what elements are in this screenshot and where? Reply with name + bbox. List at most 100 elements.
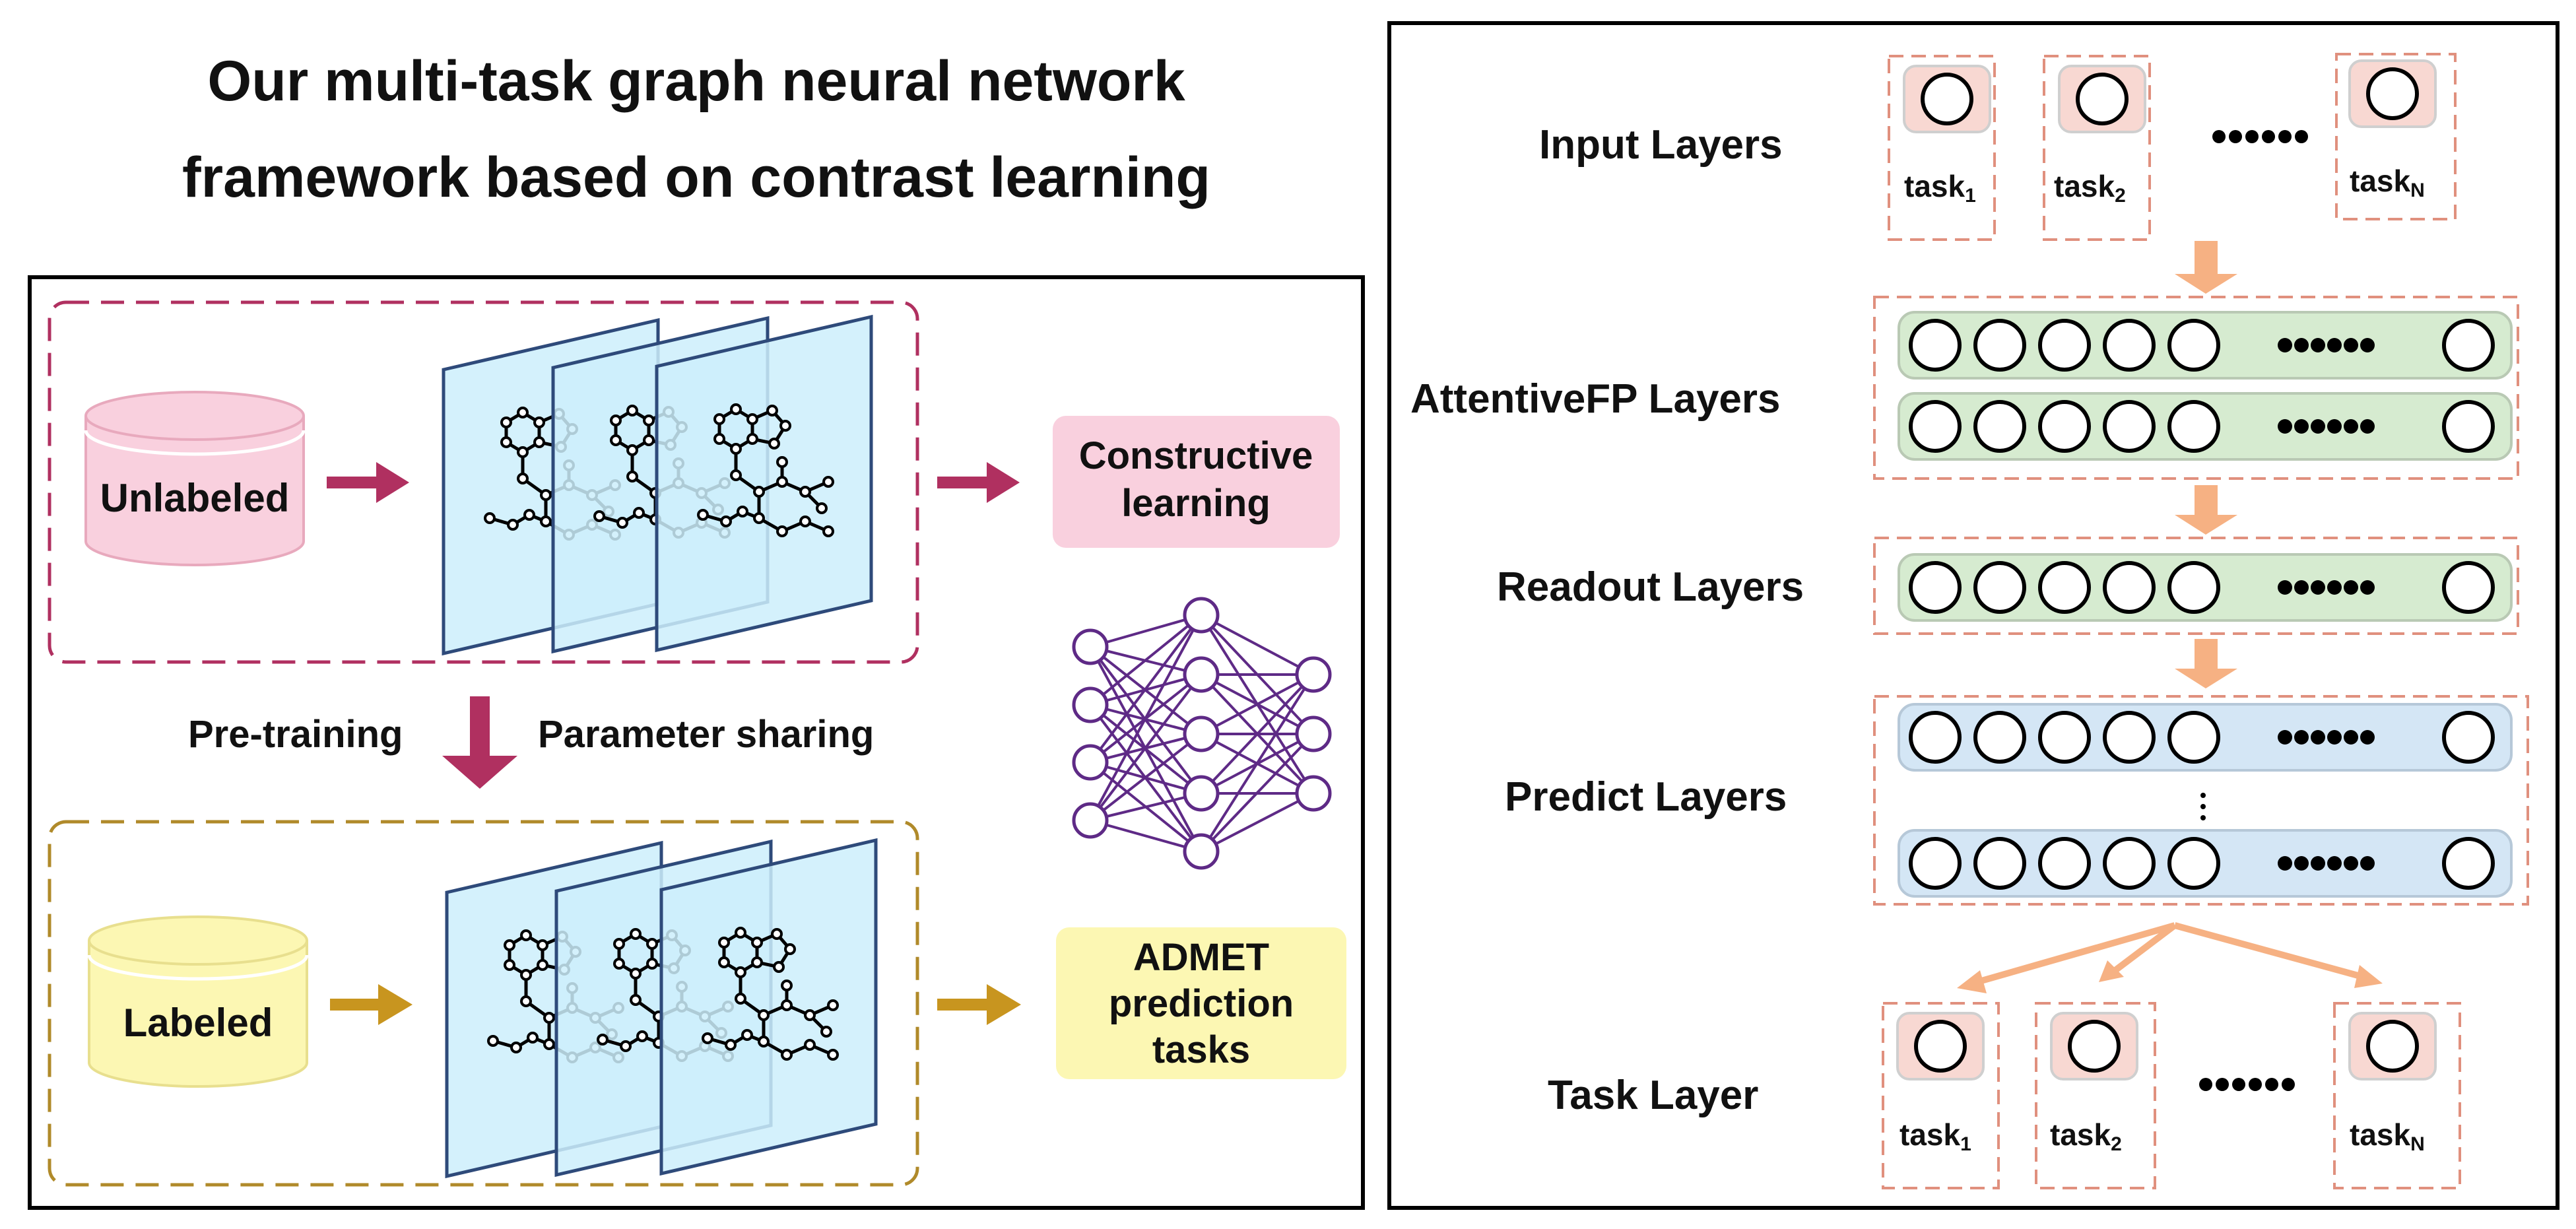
arrow-icon	[2175, 241, 2237, 294]
nn-node	[1295, 656, 1332, 693]
ellipsis-dot	[2344, 856, 2358, 871]
predict-bar-1	[1898, 703, 2513, 772]
neural-network-icon	[1072, 597, 1332, 870]
nn-node	[1072, 628, 1109, 665]
branch-arrows	[1957, 922, 2383, 993]
ellipsis-dot	[2360, 730, 2375, 745]
ellipsis-dot	[2344, 338, 2358, 352]
arrow-icon	[442, 696, 517, 789]
neuron-node	[2103, 319, 2156, 372]
admet-line1: ADMET	[1133, 936, 1269, 979]
output-task-1	[1882, 1002, 2000, 1189]
output-task-n-label: taskN	[2350, 1117, 2425, 1155]
output-task-n	[2333, 1002, 2461, 1189]
ellipsis-dot	[2294, 580, 2309, 595]
ellipsis-dot	[2327, 580, 2342, 595]
neuron-node	[1909, 400, 1962, 453]
neuron-node	[2167, 837, 2220, 890]
neuron-node	[2167, 561, 2220, 614]
ellipsis-dot	[2344, 580, 2358, 595]
labeled-label: Labeled	[123, 1001, 273, 1045]
constructive-learning-box	[1053, 416, 1340, 548]
ellipsis-dot	[2278, 856, 2292, 871]
ellipsis-dot	[2311, 419, 2325, 434]
admet-line3: tasks	[1152, 1028, 1250, 1071]
title-line1: Our multi-task graph neural network	[207, 50, 1185, 113]
neuron-node	[1909, 711, 1962, 764]
arrow-icon	[2175, 485, 2237, 535]
title-line2: framework based on contrast learning	[182, 146, 1210, 209]
attentivefp-dashed-box	[1873, 296, 2519, 480]
input-task-1	[1888, 55, 1996, 241]
neuron-node	[1973, 837, 2026, 890]
neuron-node	[1973, 400, 2026, 453]
neuron-node	[2038, 837, 2091, 890]
ellipsis-dot	[2278, 338, 2292, 352]
admet-tasks-box	[1056, 927, 1346, 1079]
neuron-node	[1909, 561, 1962, 614]
ellipsis-dot	[2294, 338, 2309, 352]
ellipsis-dot	[2294, 730, 2309, 745]
ellipsis-dot	[2327, 730, 2342, 745]
nn-node	[1183, 656, 1220, 693]
ellipsis-dot	[2344, 419, 2358, 434]
nn-node	[1072, 802, 1109, 839]
input-task-2	[2043, 55, 2151, 241]
input-task-1-label: task1	[1904, 169, 1976, 207]
ellipsis-dot	[2360, 856, 2375, 871]
neuron-node	[2038, 400, 2091, 453]
attentivefp-bar-2	[1898, 392, 2513, 461]
neuron-node	[2103, 711, 2156, 764]
ellipsis-dot	[2294, 419, 2309, 434]
neuron-node	[2442, 711, 2495, 764]
ellipsis-dot	[2311, 856, 2325, 871]
unlabeled-dashed-box	[48, 300, 919, 664]
ellipsis-dot	[2311, 730, 2325, 745]
ellipsis-dot	[2360, 338, 2375, 352]
molecule-graph-stack-labeled	[447, 840, 876, 1176]
nn-node	[1295, 775, 1332, 812]
ellipsis-dot	[2327, 419, 2342, 434]
task-layer-label: Task Layer	[1548, 1073, 1758, 1118]
ellipsis-dot	[2344, 730, 2358, 745]
input-layers-label: Input Layers	[1539, 122, 1783, 168]
neuron-node	[2103, 400, 2156, 453]
predict-bar-2	[1898, 829, 2513, 898]
arrow-icon	[330, 984, 413, 1025]
constructive-line2: learning	[1121, 482, 1271, 525]
readout-layers-label: Readout Layers	[1497, 564, 1804, 610]
neuron-node	[2103, 561, 2156, 614]
attentivefp-layers-label: AttentiveFP Layers	[1410, 376, 1781, 422]
readout-bar	[1898, 553, 2513, 622]
predict-layers-label: Predict Layers	[1505, 774, 1787, 820]
arrow-icon	[937, 462, 1020, 503]
neuron-node	[1909, 319, 1962, 372]
neuron-node	[2442, 319, 2495, 372]
arrow-icon	[327, 462, 409, 503]
neuron-node	[2442, 400, 2495, 453]
output-task-1-label: task1	[1899, 1117, 1971, 1155]
neuron-node	[2038, 561, 2091, 614]
input-task-2-label: task2	[2054, 169, 2126, 207]
neuron-node	[1973, 711, 2026, 764]
admet-line2: prediction	[1109, 982, 1294, 1025]
pretraining-label: Pre-training	[188, 713, 403, 756]
ellipsis-dot	[2311, 580, 2325, 595]
ellipsis-dot	[2360, 419, 2375, 434]
predict-dashed-box	[1873, 695, 2529, 906]
nn-node	[1183, 597, 1220, 634]
ellipsis-dot	[2294, 856, 2309, 871]
input-task-n	[2335, 53, 2457, 220]
database-icon	[87, 915, 309, 1088]
neuron-node	[2167, 319, 2220, 372]
nn-node	[1183, 833, 1220, 870]
neuron-node	[2167, 711, 2220, 764]
nn-node	[1183, 775, 1220, 812]
neuron-node	[2038, 711, 2091, 764]
molecule-graph-stack-unlabeled	[444, 317, 871, 653]
nn-node	[1072, 686, 1109, 723]
neuron-node	[1909, 837, 1962, 890]
neuron-node	[2442, 837, 2495, 890]
input-task-n-label: taskN	[2350, 164, 2425, 201]
